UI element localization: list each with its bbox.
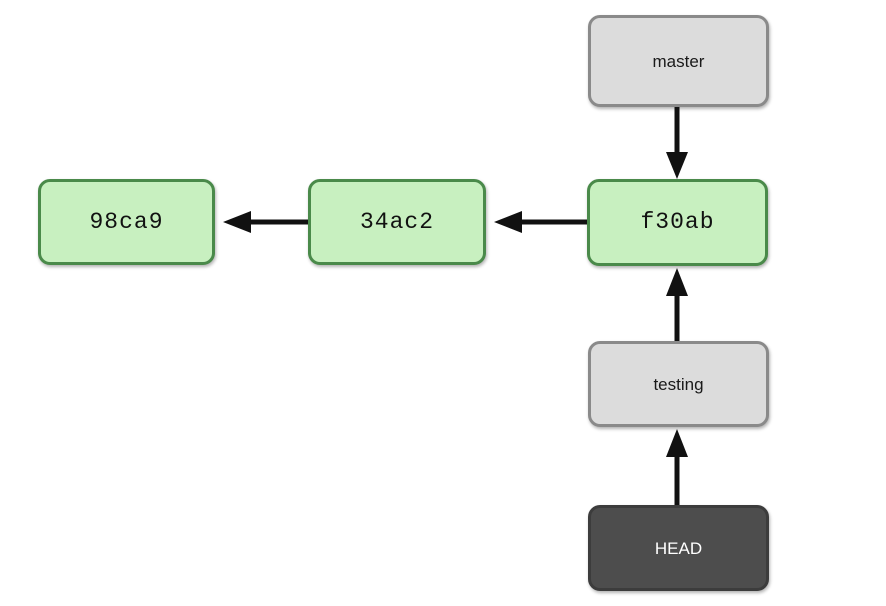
arrow-f30ab-to-34ac2 xyxy=(486,208,587,236)
branch-label-testing: testing xyxy=(653,374,704,394)
commit-node-34ac2[interactable]: 34ac2 xyxy=(308,179,486,265)
branch-label-master: master xyxy=(652,51,705,71)
commit-label-f30ab: f30ab xyxy=(640,209,715,235)
arrow-34ac2-to-98ca9 xyxy=(215,208,308,236)
arrow-head-to-testing xyxy=(663,427,691,505)
branch-node-master[interactable]: master xyxy=(588,15,769,107)
commit-label-34ac2: 34ac2 xyxy=(359,208,434,235)
arrow-testing-to-f30ab xyxy=(663,266,691,341)
commit-node-f30ab[interactable]: f30ab xyxy=(587,179,768,266)
arrow-master-to-f30ab xyxy=(663,107,691,179)
commit-label-98ca9: 98ca9 xyxy=(89,208,164,235)
head-node[interactable]: HEAD xyxy=(588,505,769,591)
head-label: HEAD xyxy=(654,538,703,558)
commit-node-98ca9[interactable]: 98ca9 xyxy=(38,179,215,265)
branch-node-testing[interactable]: testing xyxy=(588,341,769,427)
